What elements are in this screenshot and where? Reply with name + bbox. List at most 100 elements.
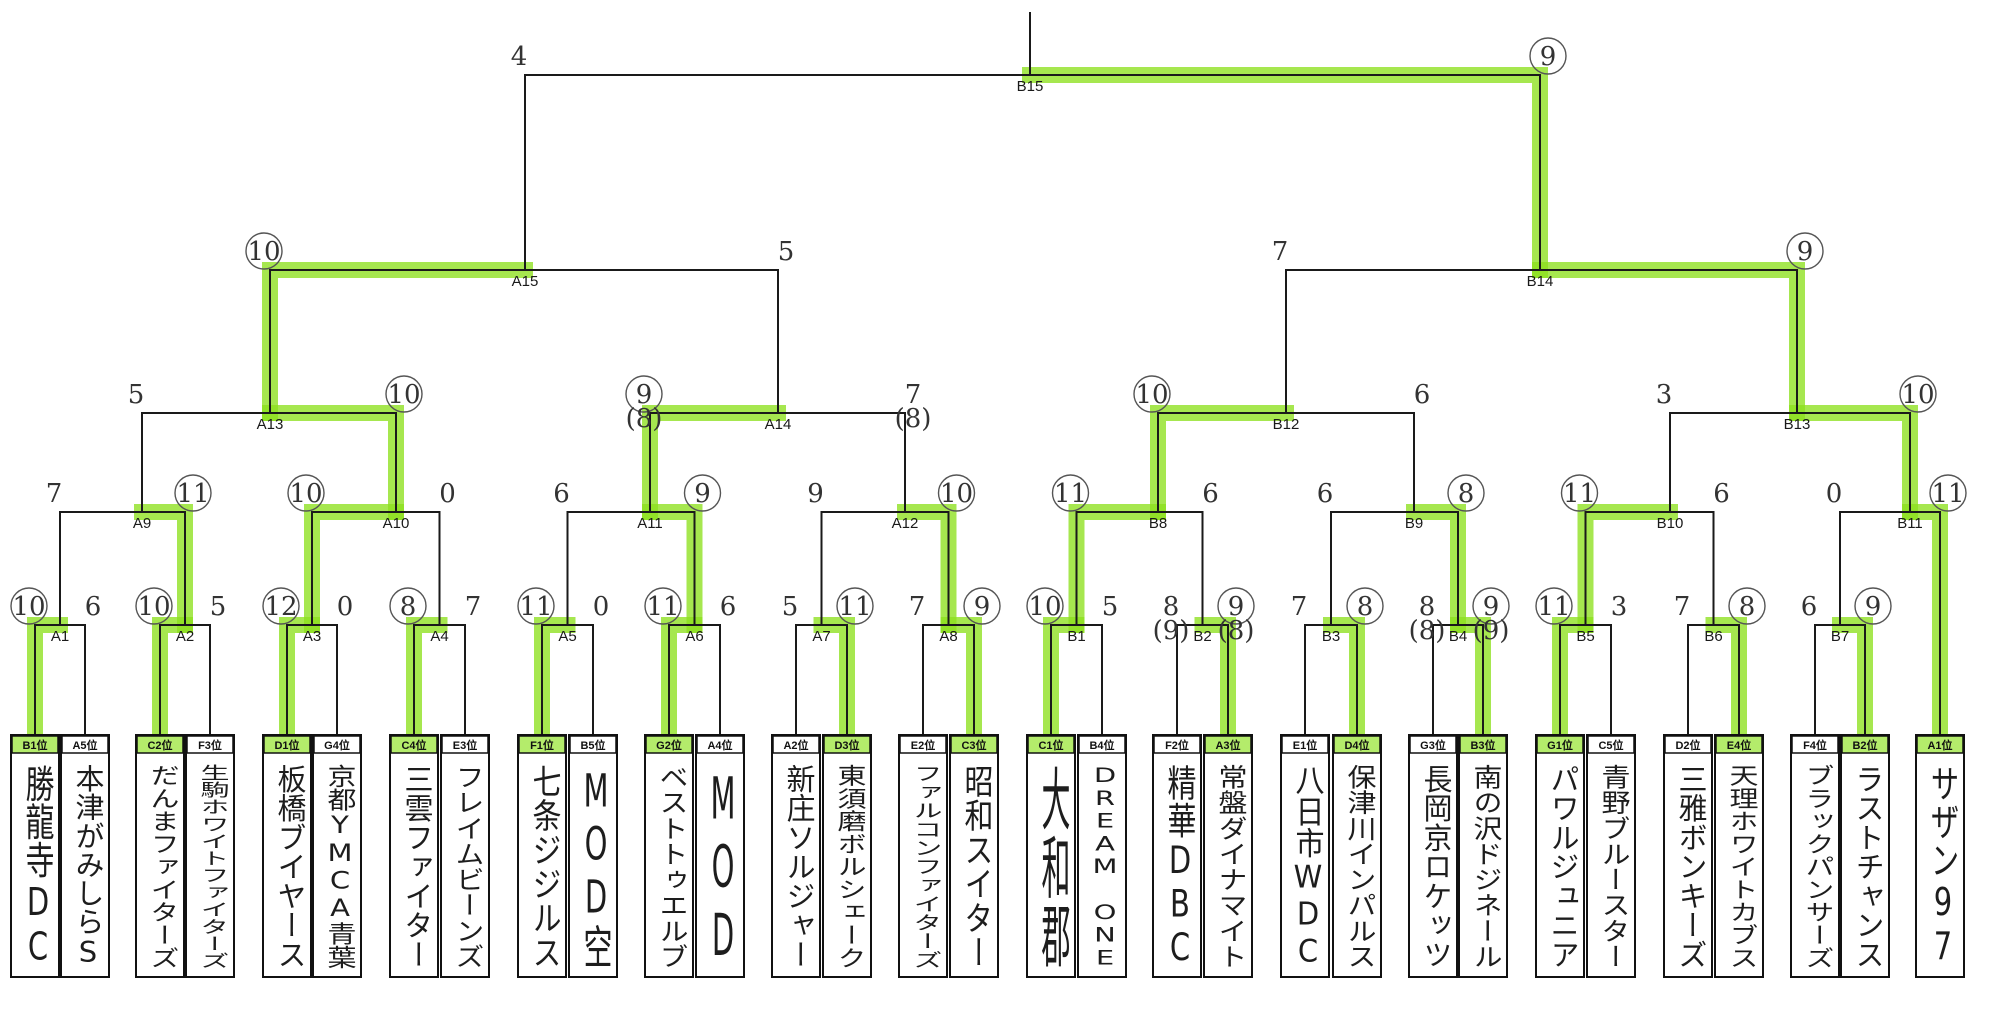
bracket-line-a12 (820, 511, 950, 625)
winner-score-circle (1472, 587, 1510, 625)
seed-box (899, 735, 947, 754)
winner-score-circle (1560, 474, 1599, 512)
match-label: B3 (1322, 628, 1340, 645)
bracket-line-b10 (1584, 511, 1715, 625)
seed-box (263, 735, 311, 754)
score-right-extra: (9) (1473, 616, 1510, 646)
score-left: 9 (636, 380, 653, 410)
score-right: 9 (1540, 42, 1557, 72)
team-name: 新庄ソルジャー (782, 764, 816, 969)
team-box (695, 734, 745, 978)
winner-score-circle (644, 587, 682, 625)
winner-path-b13 (1789, 405, 1918, 520)
score-left: 10 (247, 237, 280, 267)
seed-label: D2位 (1675, 738, 1700, 752)
team-name: 八日市WDC (1291, 764, 1325, 969)
winner-score-circle (245, 232, 283, 270)
match-label: A13 (257, 416, 284, 433)
team-name: MOD空 (579, 764, 613, 969)
score-left: 11 (1054, 479, 1087, 509)
winner-score-circle (1133, 375, 1171, 413)
score-left: 8 (1419, 592, 1436, 622)
team-name: ベストトゥエルブ (655, 764, 689, 969)
seed-box (313, 735, 361, 754)
seed-label: D1位 (274, 738, 299, 752)
team-name: 精華DBC (1163, 763, 1197, 969)
seed-label: E2位 (911, 738, 935, 752)
winner-path-b12 (1150, 405, 1294, 520)
match-label: B11 (1897, 515, 1923, 532)
match-label: A14 (765, 416, 792, 433)
team-box (10, 734, 60, 978)
bracket-line-b8 (1075, 511, 1204, 625)
seed-label: F2位 (1165, 738, 1189, 752)
score-right-extra: (8) (895, 404, 932, 434)
team-box (1790, 734, 1840, 978)
match-label: B6 (1704, 628, 1722, 645)
seed-box (1153, 735, 1201, 754)
team-box (1152, 734, 1202, 978)
seed-label: C3位 (961, 738, 986, 752)
winner-score-circle (1026, 587, 1064, 625)
score-right: 7 (465, 592, 482, 622)
score-right: 5 (1102, 592, 1119, 622)
match-label: A12 (892, 515, 919, 532)
score-right: 0 (439, 479, 456, 509)
team-box (389, 734, 439, 978)
score-left: 7 (1272, 237, 1289, 267)
team-box (644, 734, 694, 978)
team-box (822, 734, 872, 978)
seed-box (1409, 735, 1457, 754)
score-right: 10 (1901, 380, 1934, 410)
winner-score-circle (10, 587, 48, 625)
seed-box (569, 735, 617, 754)
team-box (1535, 734, 1585, 978)
score-right: 9 (1483, 592, 1500, 622)
score-right: 9 (1797, 237, 1814, 267)
team-name: パワルジュニア (1546, 764, 1580, 969)
team-box (1663, 734, 1713, 978)
team-box (771, 734, 821, 978)
score-left: 8 (400, 592, 417, 622)
seed-box (136, 735, 184, 754)
score-left: 5 (782, 592, 799, 622)
score-left: 6 (1317, 479, 1334, 509)
seed-box (645, 735, 693, 754)
seed-label: B2位 (1852, 738, 1877, 752)
team-box (1840, 734, 1890, 978)
match-label: A9 (133, 515, 151, 532)
seed-label: E3位 (453, 738, 477, 752)
score-right: 6 (1414, 380, 1431, 410)
score-right: 9 (694, 479, 711, 509)
team-name: 板橋ブイヤース (273, 764, 307, 969)
score-left: 4 (511, 42, 528, 72)
score-left: 3 (1656, 380, 1673, 410)
team-name: ラストチャンス (1851, 764, 1885, 969)
team-name: 昭和スイター (960, 764, 994, 969)
winner-score-circle (836, 587, 874, 625)
seed-label: F3位 (198, 738, 222, 752)
score-right: 6 (1713, 479, 1730, 509)
winner-score-circle (262, 587, 300, 625)
score-left-extra: (8) (1409, 616, 1446, 646)
score-right: 9 (1865, 592, 1882, 622)
winner-score-circle (1786, 232, 1824, 270)
team-box (1026, 734, 1076, 978)
team-name: 生駒ホワイトファイターズ (196, 764, 230, 969)
team-box (1458, 734, 1508, 978)
seed-label: C2位 (147, 738, 172, 752)
winner-score-circle (1535, 587, 1573, 625)
match-label: B2 (1193, 628, 1211, 645)
match-label: B8 (1149, 515, 1167, 532)
winner-score-circle (1217, 587, 1255, 625)
score-left: 5 (128, 380, 145, 410)
score-left: 0 (1826, 479, 1843, 509)
bracket-line-b14 (1285, 269, 1798, 413)
